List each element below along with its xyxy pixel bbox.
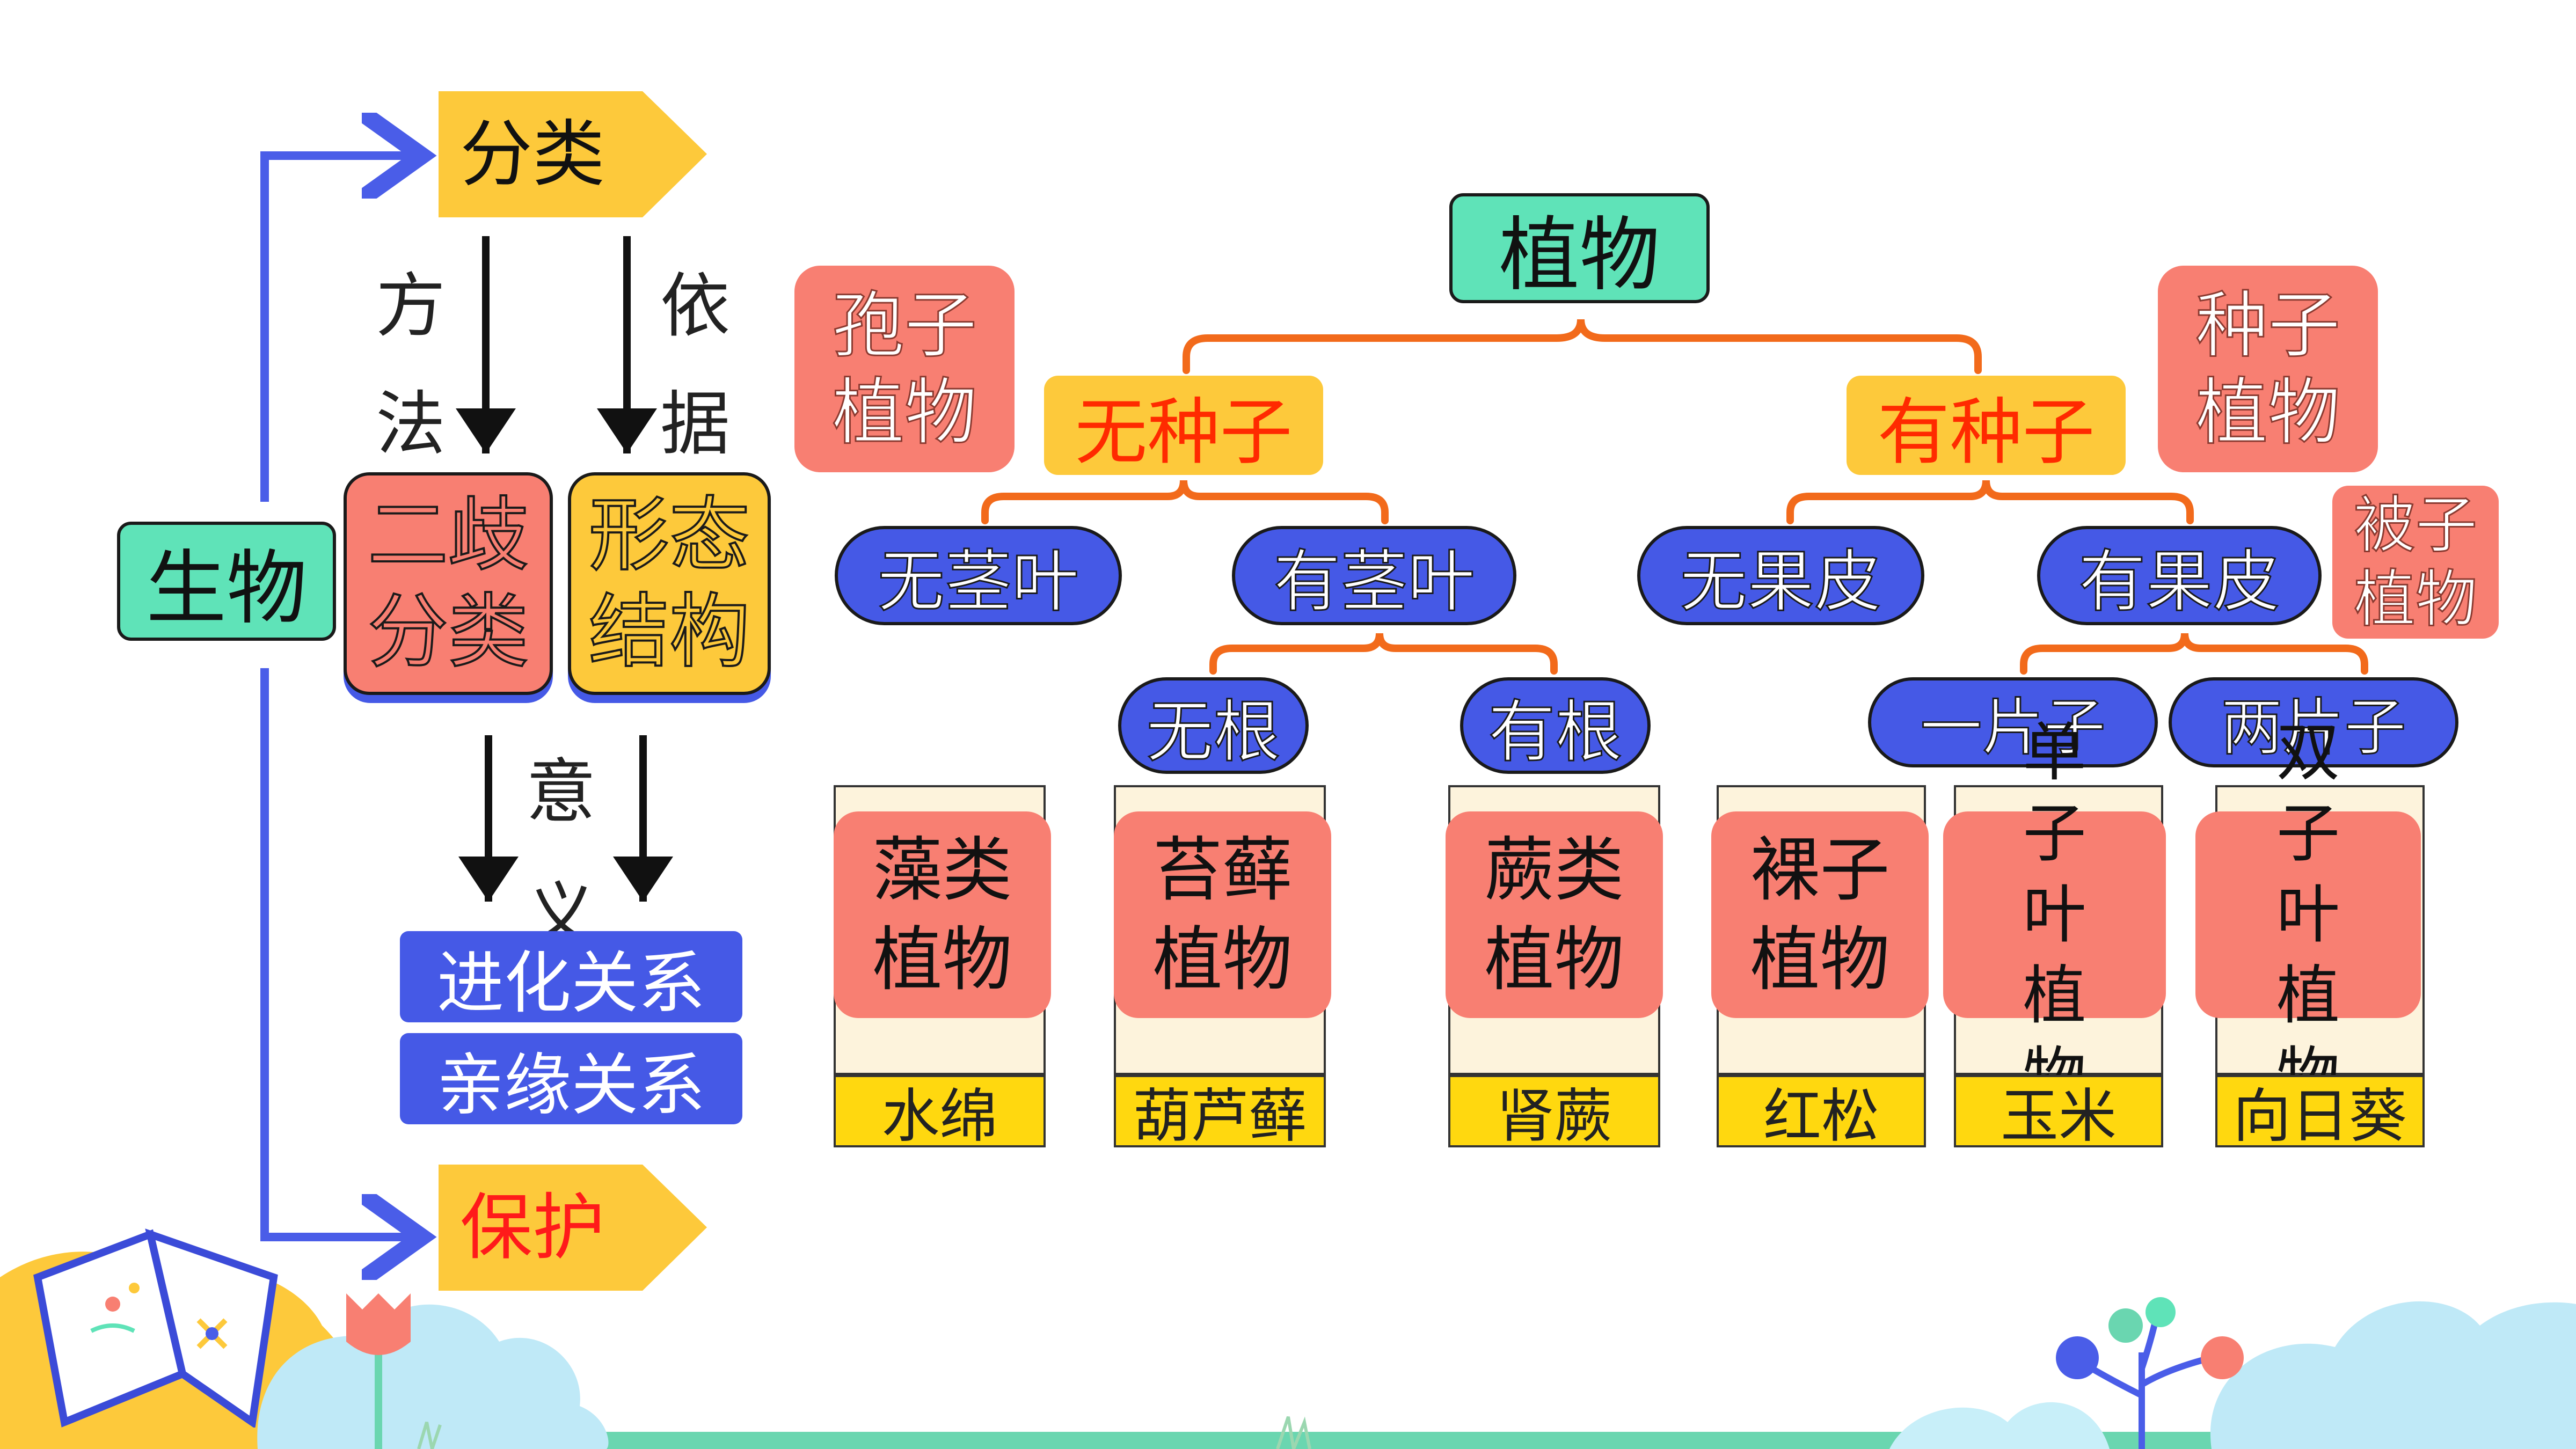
morphology-box: 形态结构 — [568, 472, 771, 695]
no-seed-box: 无种子 — [1044, 376, 1323, 475]
no-seed-label: 无种子 — [1075, 390, 1293, 474]
example-plant-label: 肾蕨 — [1448, 1075, 1660, 1150]
example-plant-label: 玉米 — [1954, 1075, 2163, 1150]
evolution-box: 进化关系 — [400, 931, 742, 1022]
organism-label: 生物 — [145, 541, 307, 635]
has-stem-leaf-label: 有茎叶 — [1273, 543, 1476, 622]
example-plant-label: 水绵 — [834, 1075, 1046, 1150]
no-pericarp-pill: 无果皮 — [1637, 526, 1924, 625]
plant-group-overlay: 蕨类植物 — [1446, 811, 1663, 1018]
plant-group-overlay: 苔藓植物 — [1114, 811, 1331, 1018]
no-root-pill: 无根 — [1118, 677, 1309, 774]
has-pericarp-label: 有果皮 — [2078, 543, 2281, 622]
angiosperm-box: 被子植物 — [2332, 486, 2499, 639]
no-root-label: 无根 — [1145, 692, 1281, 772]
angiosperm-label: 被子植物 — [2353, 488, 2478, 636]
no-pericarp-label: 无果皮 — [1680, 543, 1882, 622]
has-seed-label: 有种子 — [1877, 390, 2095, 474]
book-icon — [33, 1228, 278, 1428]
two-cotyledons-label: 两片子 — [2220, 691, 2407, 765]
plant-group-overlay: 藻类植物 — [834, 811, 1051, 1018]
root-plant-box: 植物 — [1449, 193, 1710, 303]
plant-group-overlay: 裸子植物 — [1711, 811, 1929, 1018]
has-seed-box: 有种子 — [1847, 376, 2126, 475]
dichotomous-label: 二歧分类 — [367, 488, 530, 680]
example-plant-label: 红松 — [1717, 1075, 1926, 1150]
plant-group-label: 蕨类植物 — [1484, 829, 1624, 1000]
kinship-label: 亲缘关系 — [437, 1046, 705, 1124]
no-stem-leaf-pill: 无茎叶 — [835, 526, 1122, 625]
has-root-pill: 有根 — [1460, 677, 1651, 774]
root-plant-label: 植物 — [1499, 209, 1660, 302]
protect-tag: 保护 — [439, 1165, 707, 1291]
no-stem-leaf-label: 无茎叶 — [877, 543, 1080, 622]
seed-plants-box: 种子植物 — [2158, 266, 2378, 472]
has-pericarp-pill: 有果皮 — [2037, 526, 2322, 625]
tree-icon — [2056, 1297, 2244, 1449]
basis-label: 依据 — [660, 265, 731, 465]
protect-label: 保护 — [460, 1185, 605, 1270]
plant-group-label: 双子叶植物 — [2276, 715, 2340, 1114]
organism-box: 生物 — [117, 522, 336, 641]
plant-group-label: 藻类植物 — [872, 829, 1012, 1000]
example-plant-label: 向日葵 — [2215, 1075, 2425, 1150]
seed-plants-label: 种子植物 — [2195, 282, 2341, 455]
example-plant-label: 葫芦藓 — [1114, 1075, 1326, 1150]
spore-plants-box: 孢子植物 — [794, 266, 1015, 472]
flower-icon — [346, 1293, 411, 1449]
two-cotyledons-pill: 两片子 — [2169, 677, 2458, 767]
has-stem-leaf-pill: 有茎叶 — [1232, 526, 1516, 625]
plant-group-overlay: 单子叶植物 — [1943, 715, 2166, 1114]
has-root-label: 有根 — [1487, 692, 1623, 772]
plant-group-label: 单子叶植物 — [2023, 715, 2086, 1114]
one-cotyledon-label: 一片子 — [1920, 691, 2106, 765]
evolution-label: 进化关系 — [437, 944, 705, 1022]
one-cotyledon-pill: 一片子 — [1868, 677, 2158, 767]
plant-group-overlay: 双子叶植物 — [2195, 715, 2421, 1114]
plant-group-label: 裸子植物 — [1750, 829, 1890, 1000]
classify-label: 分类 — [460, 112, 605, 196]
classify-tag: 分类 — [439, 91, 707, 217]
plant-group-label: 苔藓植物 — [1152, 829, 1293, 1000]
spore-plants-label: 孢子植物 — [831, 282, 978, 455]
dichotomous-box: 二歧分类 — [344, 472, 553, 695]
kinship-box: 亲缘关系 — [400, 1033, 742, 1124]
method-label: 方法 — [376, 265, 446, 465]
morphology-label: 形态结构 — [588, 488, 751, 680]
